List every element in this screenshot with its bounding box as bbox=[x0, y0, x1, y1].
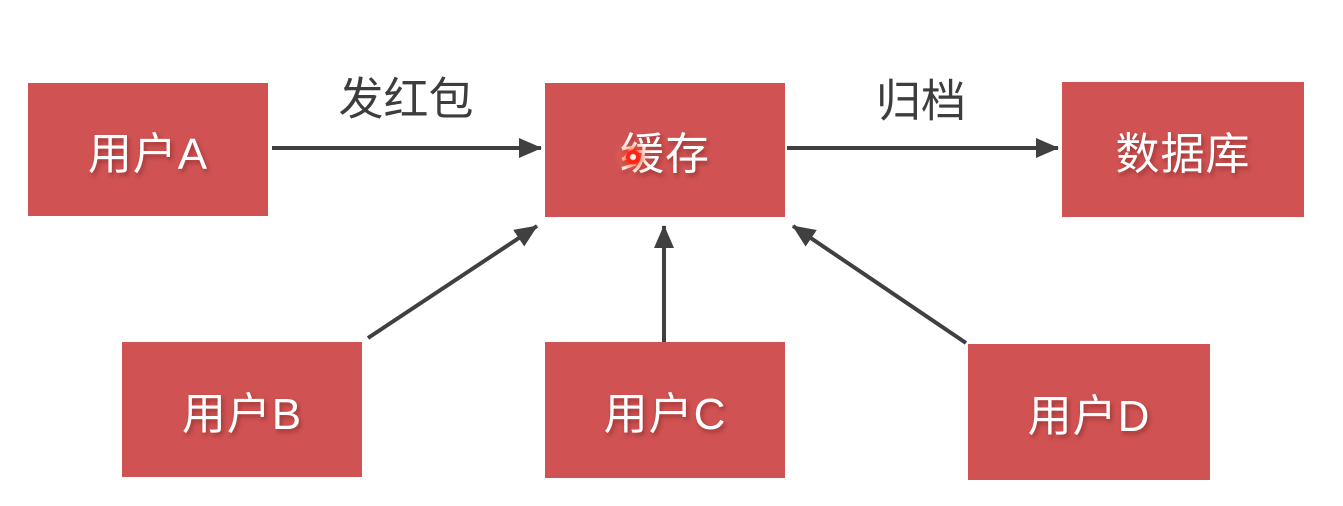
node-cache: 缓存 bbox=[545, 83, 785, 217]
node-cache-label: 缓存 bbox=[620, 130, 710, 179]
node-user-b-label: 用户B bbox=[181, 389, 303, 439]
arrow-userb-to-cache bbox=[366, 224, 539, 340]
edge-label-send-red-packet: 发红包 bbox=[338, 73, 474, 125]
edge-label-archive: 归档 bbox=[875, 75, 967, 127]
node-user-a-label: 用户A bbox=[87, 129, 209, 179]
node-user-d: 用户D bbox=[968, 344, 1210, 480]
node-user-c: 用户C bbox=[545, 342, 785, 478]
node-user-a: 用户A bbox=[28, 83, 268, 216]
node-database: 数据库 bbox=[1062, 82, 1304, 217]
node-database-label: 数据库 bbox=[1115, 129, 1251, 179]
node-user-b: 用户B bbox=[122, 342, 362, 477]
node-user-c-label: 用户C bbox=[603, 390, 727, 439]
arrow-userd-to-cache bbox=[791, 224, 968, 345]
node-user-d-label: 用户D bbox=[1027, 392, 1151, 441]
